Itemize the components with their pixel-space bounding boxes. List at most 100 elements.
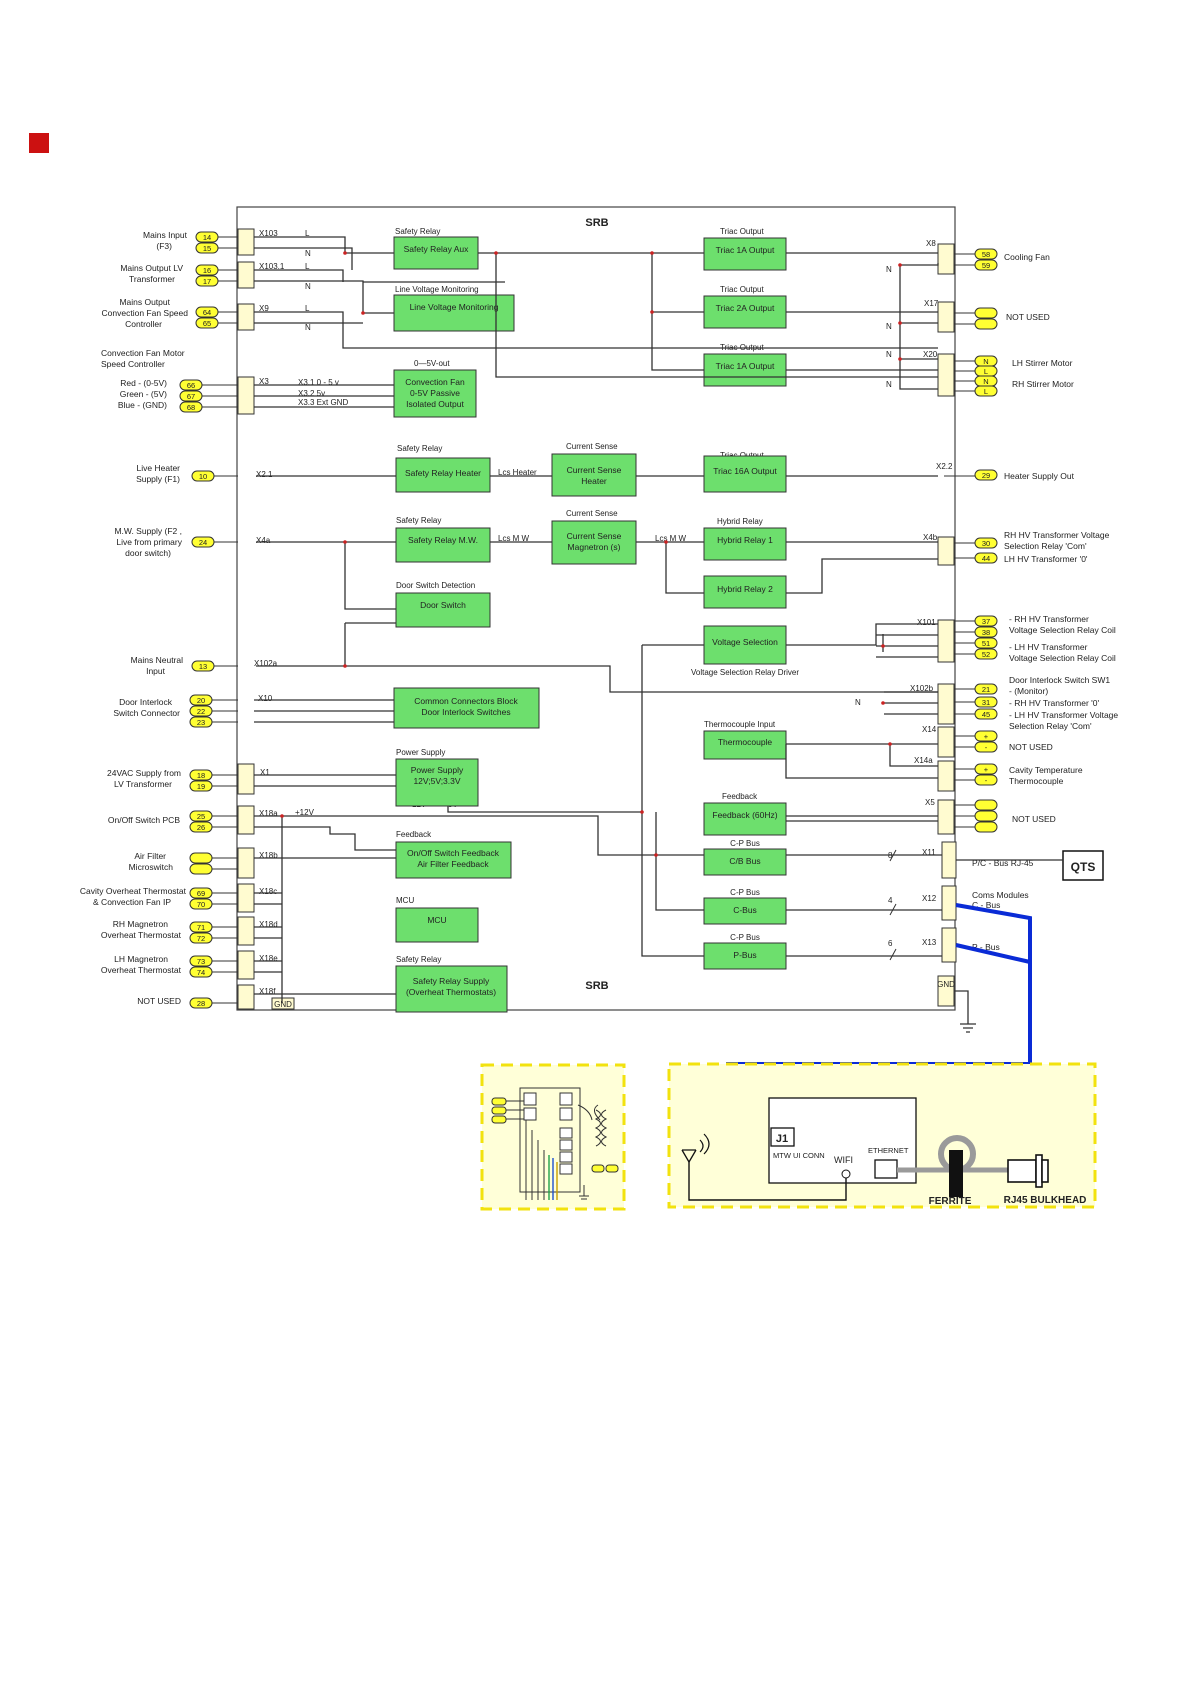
x18c-label: X18c [259,887,277,896]
x4a-label: X4a [256,536,271,545]
pin-rh-n-label: N [983,377,988,386]
monitor-label: - (Monitor) [1009,686,1048,696]
pin-x17-2 [974,318,998,330]
safety-relay-heater-block [395,457,491,493]
red-wire-label: Red - (0-5V) [120,378,167,388]
mcu-caption: MCU [396,896,414,905]
mcu-block [395,907,479,943]
conn-x13 [941,927,957,963]
pin-23-label: 23 [197,718,205,727]
ferrite-core [949,1150,963,1197]
n-label-r5: N [855,698,861,707]
line-voltage-block [393,294,515,332]
door-switch-label: Door Switch [420,600,466,610]
j1-connector [770,1127,795,1147]
pin-x17-1 [974,307,998,319]
safety-relay-mw-label: Safety Relay M.W. [408,535,478,545]
controller-label: Controller [125,319,162,329]
current-sense-heater-block [551,453,637,497]
plus12v-label: +12V [295,808,315,817]
cb-bus-caption: C-P Bus [730,839,760,848]
hybrid1-block [703,527,787,561]
rh-magnetron-label: RH Magnetron [113,919,169,929]
lv-transformer-label: LV Transformer [114,779,172,789]
pin-71-label: 71 [197,923,205,932]
conv-fan-block [393,369,477,418]
pin-x5-3 [974,821,998,833]
triac2-caption: Triac Output [720,285,764,294]
x11-label: X11 [922,848,936,857]
coms-modules-label: Coms Modules [972,890,1029,900]
left-connectors: GND [237,228,295,1010]
x14a-label: X14a [914,756,933,765]
rh-coil-label-1: - RH HV Transformer [1009,614,1089,624]
junctions [280,251,902,857]
safety-relay-heater-label: Safety Relay Heater [405,468,481,478]
voltage-selection-block [703,625,787,665]
ethernet-label: ETHERNET [868,1146,909,1155]
power-supply-block [395,758,479,807]
hybrid-caption: Hybrid Relay [717,517,763,526]
wires [202,236,1063,1033]
pin-28-label: 28 [197,999,205,1008]
rh-hv-label-2: Selection Relay 'Com' [1004,541,1087,551]
mw-supply-label-2: Live from primary [116,537,182,547]
n-label-r4: N [886,380,892,389]
p-bus-block [703,942,787,970]
vac-supply-label: 24VAC Supply from [107,768,181,778]
x12-label: X12 [922,894,937,903]
srs-label-2: (Overheat Thermostats) [406,987,496,997]
triac16-block [703,455,787,493]
p-bus-line [955,943,1031,964]
mains-output-lv-label: Mains Output LV [120,263,183,273]
srs-label-1: Safety Relay Supply [413,976,490,986]
conn-x17 [937,301,955,333]
triac3-label: Triac 1A Output [716,361,775,371]
mains-output-label: Mains Output [119,297,170,307]
voltage-selection-caption: Voltage Selection Relay Driver [691,668,799,677]
x4b-label: X4b [923,533,938,542]
not-used-left-label: NOT USED [137,996,181,1006]
p-bus-right-label: P - Bus [972,942,1000,952]
c-bus-block [703,897,787,925]
lh-sel-label-2: Selection Relay 'Com' [1009,721,1092,731]
x5-label: X5 [925,798,935,807]
page-marker [29,133,49,153]
triac3-block [703,353,787,387]
conn-x18a [237,805,255,835]
srs-caption: Safety Relay [396,955,441,964]
current-sense-mag-block [551,520,637,565]
pin-airfilter-2 [189,863,213,875]
lh-coil-label-1: - LH HV Transformer [1009,642,1088,652]
c-bus-label: C-Bus [733,905,757,915]
conn-x12 [941,885,957,921]
line-voltage-label: Line Voltage Monitoring [410,302,499,312]
conn-x4b [937,536,955,566]
x102b-label: X102b [910,684,934,693]
pin-52-label: 52 [982,650,990,659]
hybrid2-block [703,575,787,609]
feedback2-caption: Feedback [722,792,758,801]
coms-inset: J1 MTW UI CONN WIFI ETHERNET FERRITE RJ4… [667,1062,1097,1209]
microswitch-label: Microswitch [129,862,174,872]
qts-box [1062,850,1104,881]
rh-hv-label-1: RH HV Transformer Voltage [1004,530,1110,540]
triac2-label: Triac 2A Output [716,303,775,313]
speed-controller-label: Speed Controller [101,359,165,369]
n-label-r2: N [886,322,892,331]
hybrid2-label: Hybrid Relay 2 [717,584,773,594]
heater-supply-out-label: Heater Supply Out [1004,471,1075,481]
x2-1-label: X2.1 [256,470,273,479]
current-sense-mag-label-1: Current Sense [567,531,622,541]
line-voltage-caption: Line Voltage Monitoring [395,285,479,294]
connector-labels: X103 X103.1 X9 X3 X3.1 0 - 5 v X3.2 5v X… [254,229,953,996]
conv-fan-label-3: Isolated Output [406,399,464,409]
left-pins: 14 15 16 17 64 65 66 67 68 10 24 13 20 2… [179,231,219,1009]
current-sense-heater-label-2: Heater [581,476,607,486]
pin-16-label: 16 [203,266,211,275]
conn-x5 [937,799,955,835]
pin-29-label: 29 [982,471,990,480]
door-sw1-label: Door Interlock Switch SW1 [1009,675,1110,685]
x10-label: X10 [258,694,273,703]
lh-coil-label-2: Voltage Selection Relay Coil [1009,653,1116,663]
